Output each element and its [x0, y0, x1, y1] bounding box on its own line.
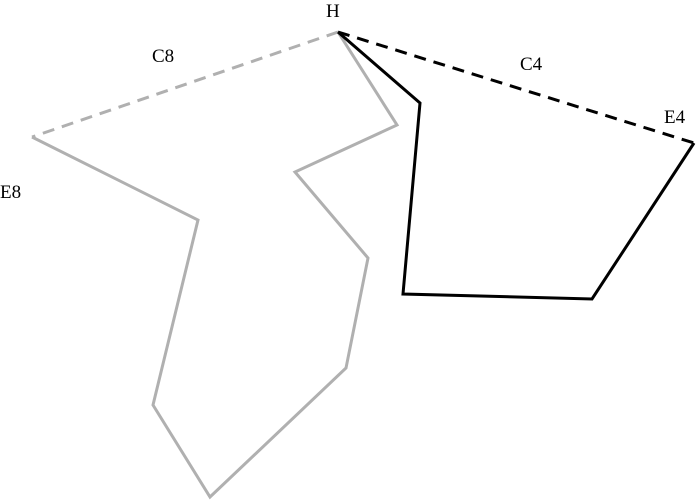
label-e4: E4 [664, 107, 686, 128]
gray-dashed-edge-h-e8 [31, 30, 339, 139]
label-c4: C4 [520, 54, 543, 75]
label-h: H [326, 1, 340, 22]
label-e8: E8 [0, 182, 22, 203]
black-solid-outline [337, 30, 696, 301]
gray-solid-outline [31, 31, 400, 500]
label-c8: C8 [152, 46, 175, 67]
black-dashed-edge-h-e4 [337, 30, 695, 145]
